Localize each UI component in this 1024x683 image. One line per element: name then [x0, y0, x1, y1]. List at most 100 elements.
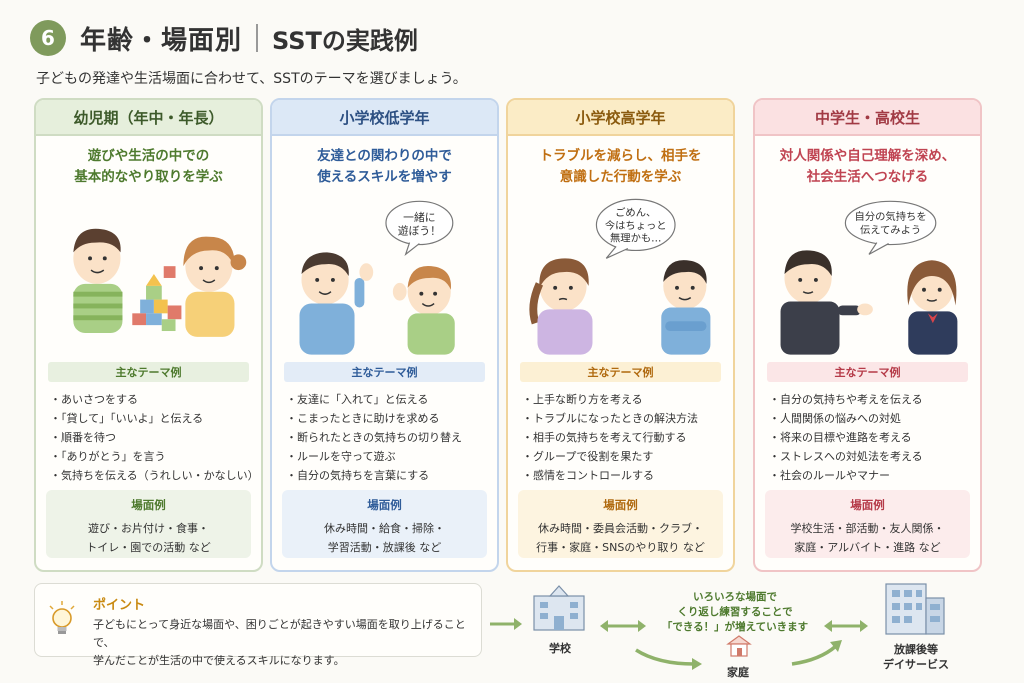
goal-line: 使えるスキルを増やす: [317, 168, 452, 185]
scene-line: トイレ・園での活動 など: [86, 541, 211, 554]
lightbulb-icon: [49, 601, 75, 634]
girl-illustration: [183, 236, 247, 337]
goal-line: トラブルを減らし、相手を: [539, 148, 702, 164]
list-item: 人間関係の悩みへの対処: [769, 409, 968, 428]
speech-line: 伝えてみよう: [860, 225, 921, 237]
column-goal: 対人関係や自己理解を深め、 社会生活へつなげる: [755, 146, 980, 196]
school-icon: [533, 585, 585, 631]
speech-line: 無理かも…: [610, 232, 661, 245]
boy-illustration: [73, 228, 123, 333]
speech-line: 一緒に: [403, 210, 435, 224]
toy-blocks-illustration: [132, 266, 182, 332]
flow-caption: いろいろな場面で くり返し練習することで 「できる！」が増えていきます: [650, 590, 820, 635]
scene-box: 場面例 遊び・お片付け・食事・ トイレ・園での活動 など: [46, 490, 251, 558]
goal-line: 友達との関わりの中で: [317, 148, 452, 164]
list-item: 社会のルールやマナー: [769, 466, 968, 485]
practice-flow-diagram: いろいろな場面で くり返し練習することで 「できる！」が増えていきます 学校 家…: [490, 580, 1020, 683]
theme-label: 主なテーマ例: [48, 362, 249, 382]
scene-label: 場面例: [603, 498, 638, 512]
caption-line: くり返し練習することで: [677, 606, 793, 618]
caption-line: 「できる！」が増えていきます: [661, 621, 809, 633]
list-item: あいさつをする: [50, 390, 249, 409]
list-item: 自分の気持ちや考えを伝える: [769, 390, 968, 409]
speech-bubble: ごめん、 今はちょっと 無理かも…: [595, 198, 676, 259]
arrow-home-to-service: [791, 644, 838, 666]
speech-bubble: 一緒に 遊ぼう！: [385, 200, 454, 257]
scene-box: 場面例 休み時間・給食・掃除・ 学習活動・放課後 など: [282, 490, 487, 558]
scene-box: 場面例 学校生活・部活動・友人関係・ 家庭・アルバイト・進路 など: [765, 490, 970, 558]
goal-line: 対人関係や自己理解を深め、: [779, 148, 956, 164]
column-preschool: 幼児期（年中・年長） 遊びや生活の中での 基本的なやり取りを学ぶ: [34, 98, 263, 572]
list-item: 将来の目標や進路を考える: [769, 428, 968, 447]
section-number-badge: 6: [30, 20, 66, 56]
scene-line: 休み時間・委員会活動・クラブ・: [538, 522, 703, 535]
list-item: 断られたときの気持ちの切り替え: [286, 428, 485, 447]
column-lower-elementary: 小学校低学年 友達との関わりの中で 使えるスキルを増やす 一緒に 遊ぼう！: [270, 98, 499, 572]
preschool-children-illustration: [73, 228, 247, 337]
list-item: 相手の気持ちを考えて行動する: [522, 428, 721, 447]
theme-list: あいさつをする 「貸して」「いいよ」と伝える 順番を待つ 「ありがとう」を言う …: [50, 390, 259, 486]
label-line: デイサービス: [883, 658, 949, 671]
scene-line: 休み時間・給食・掃除・: [324, 522, 445, 535]
list-item: 「貸して」「いいよ」と伝える: [50, 409, 249, 428]
theme-label: 主なテーマ例: [284, 362, 485, 382]
speech-line: ごめん、: [615, 206, 656, 219]
list-item: 感情をコントロールする: [522, 466, 721, 485]
theme-label: 主なテーマ例: [767, 362, 968, 382]
list-item: グループで役割を果たす: [522, 447, 721, 466]
column-heading: 中学生・高校生: [755, 100, 980, 136]
column-heading: 小学校高学年: [508, 100, 733, 136]
scene-line: 家庭・アルバイト・進路 など: [794, 541, 941, 554]
theme-list: 友達に「入れて」と伝える こまったときに助けを求める 断られたときの気持ちの切り…: [286, 390, 485, 486]
column-goal: 友達との関わりの中で 使えるスキルを増やす: [272, 146, 497, 196]
list-item: 自分の気持ちを言葉にする: [286, 466, 485, 485]
scene-line: 行事・家庭・SNSのやり取り など: [536, 541, 705, 554]
scene-line: 遊び・お片付け・食事・: [88, 522, 209, 535]
point-text: 子どもにとって身近な場面や、困りごとが起きやすい場面を取り上げることで、 学んだ…: [93, 616, 481, 670]
page-subtitle: SSTの実践例: [272, 26, 418, 55]
goal-line: 意識した行動を学ぶ: [559, 168, 682, 185]
scene-line: 学習活動・放課後 など: [327, 541, 442, 554]
column-goal: トラブルを減らし、相手を 意識した行動を学ぶ: [508, 146, 733, 196]
goal-line: 遊びや生活の中での: [87, 148, 210, 164]
title-divider: [256, 24, 259, 52]
theme-list: 自分の気持ちや考えを伝える 人間関係の悩みへの対処 将来の目標や進路を考える ス…: [769, 390, 968, 486]
list-item: 「ありがとう」を言う: [50, 447, 249, 466]
list-item: 順番を待つ: [50, 428, 249, 447]
column-goal: 遊びや生活の中での 基本的なやり取りを学ぶ: [36, 146, 261, 196]
goal-line: 社会生活へつなげる: [806, 168, 929, 185]
caption-line: いろいろな場面で: [693, 591, 777, 603]
scene-label: 場面例: [367, 498, 402, 512]
teen-students-illustration: 自分の気持ちを 伝えてみよう: [780, 200, 958, 355]
label-line: 放課後等: [894, 643, 938, 656]
lead-text: 子どもの発達や生活場面に合わせて、SSTのテーマを選びましょう。: [36, 71, 467, 87]
list-item: ルールを守って遊ぶ: [286, 447, 485, 466]
scene-label: 場面例: [131, 498, 166, 512]
building-icon: [885, 583, 945, 635]
speech-line: 今はちょっと: [605, 219, 667, 232]
home-label: 家庭: [727, 666, 749, 679]
after-school-service-label: 放課後等 デイサービス: [870, 642, 962, 672]
point-line: 子どもにとって身近な場面や、困りごとが起きやすい場面を取り上げることで、: [93, 618, 466, 649]
arrow-school-to-home: [635, 648, 695, 666]
scene-label: 場面例: [850, 498, 885, 512]
scene-box: 場面例 休み時間・委員会活動・クラブ・ 行事・家庭・SNSのやり取り など: [518, 490, 723, 558]
speech-bubble: 自分の気持ちを 伝えてみよう: [844, 200, 937, 255]
boy-blue-hoodie-illustration: [299, 252, 374, 355]
column-upper-elementary: 小学校高学年 トラブルを減らし、相手を 意識した行動を学ぶ ごめん、 今はちょっ…: [506, 98, 735, 572]
girl-blazer-illustration: [907, 260, 958, 355]
speech-line: 遊ぼう！: [398, 224, 441, 238]
home-icon: [726, 635, 752, 657]
point-title: ポイント: [93, 598, 146, 613]
page-header: 6 年齢・場面別 SSTの実践例: [30, 16, 418, 60]
theme-list: 上手な断り方を考える トラブルになったときの解決方法 相手の気持ちを考えて行動す…: [522, 390, 721, 486]
lower-elementary-illustration: 一緒に 遊ぼう！: [299, 200, 455, 355]
boy-gakuran-illustration: [780, 250, 873, 355]
speech-line: 自分の気持ちを: [855, 210, 927, 223]
column-heading: 幼児期（年中・年長）: [36, 100, 261, 136]
girl-purple-hoodie-illustration: [529, 258, 593, 355]
list-item: ストレスへの対処法を考える: [769, 447, 968, 466]
flow-graphics: [490, 583, 945, 670]
goal-line: 基本的なやり取りを学ぶ: [74, 168, 223, 185]
page-title: 年齢・場面別: [80, 25, 243, 56]
